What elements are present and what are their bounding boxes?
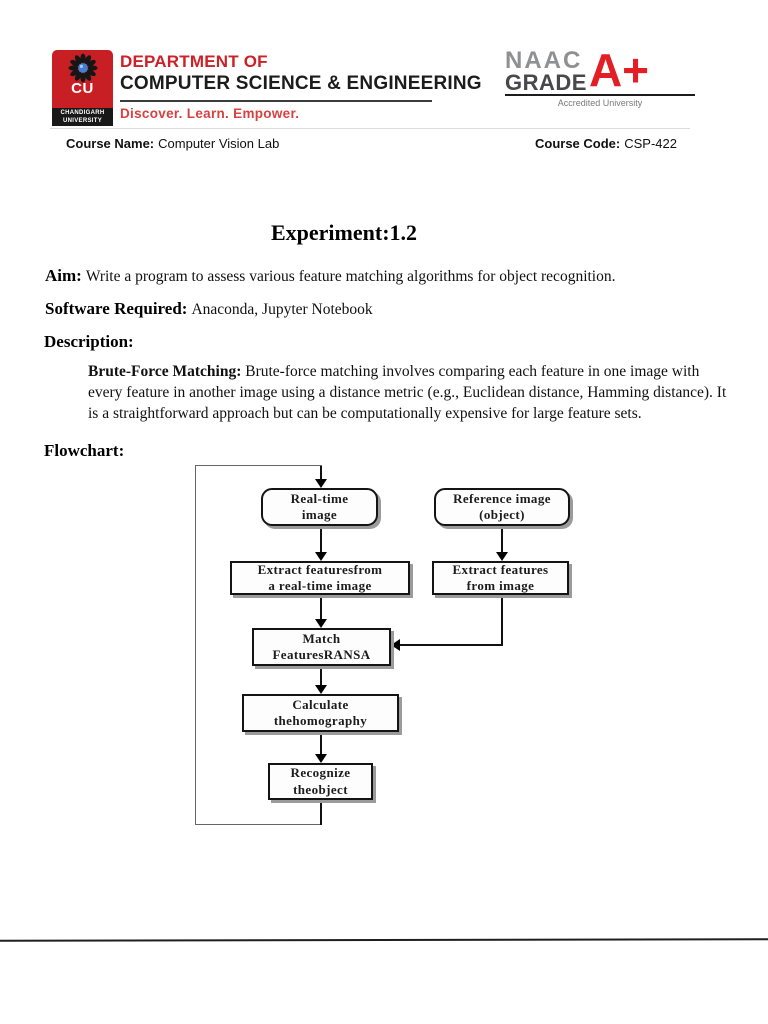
grade-word: GRADE xyxy=(505,70,587,95)
calculate-to-recognize-line xyxy=(320,733,322,754)
naac-divider xyxy=(505,94,695,96)
course-code-label: Course Code: xyxy=(535,136,621,151)
department-of-text: DEPARTMENT OF xyxy=(120,52,268,71)
loop-top-line xyxy=(195,465,322,466)
course-name-value: Computer Vision Lab xyxy=(158,136,280,151)
extract-image-down-line xyxy=(501,596,503,646)
software-section: Software Required: Anaconda, Jupyter Not… xyxy=(45,299,725,319)
description-section: Description: xyxy=(44,332,724,352)
header-bottom-rule xyxy=(50,128,690,129)
arrow-down-icon xyxy=(315,754,327,763)
reference-to-extract-line xyxy=(501,527,503,552)
description-text: Brute-force matching involves comparing … xyxy=(88,363,727,422)
cu-emblem-icon xyxy=(67,53,98,83)
loop-left-line xyxy=(195,465,196,825)
description-label: Description: xyxy=(44,332,134,351)
course-name-label: Course Name: xyxy=(66,136,155,151)
arrow-down-icon xyxy=(315,619,327,628)
cu-logo-abbr: CU xyxy=(71,80,94,97)
arrow-down-icon xyxy=(496,552,508,561)
flowchart-section: Flowchart: xyxy=(44,441,724,461)
software-label: Software Required: xyxy=(45,299,188,318)
course-code: Course Code:CSP-422 xyxy=(535,136,677,151)
elbow-into-match-line xyxy=(399,644,503,646)
flowchart-node-reference-image: Reference image (object) xyxy=(434,488,570,526)
arrow-down-icon xyxy=(315,479,327,488)
aim-label: Aim: xyxy=(45,266,82,285)
department-name-text: COMPUTER SCIENCE & ENGINEERING xyxy=(120,73,482,94)
department-header: DEPARTMENT OF COMPUTER SCIENCE & ENGINEE… xyxy=(120,52,482,121)
arrow-left-icon xyxy=(391,639,400,651)
extract-to-match-line xyxy=(320,596,322,619)
flowchart-node-calculate-homography: Calculate thehomography xyxy=(242,694,399,732)
flowchart-diagram: Real-time image Reference image (object)… xyxy=(190,460,588,835)
page-bottom-rule xyxy=(0,938,768,942)
naac-grade-a-plus: A+ xyxy=(588,44,650,96)
flowchart-node-extract-features-image: Extract features from image xyxy=(432,561,569,595)
naac-word: NAAC xyxy=(505,47,583,74)
cu-logo-university-name: CHANDIGARH UNIVERSITY xyxy=(52,108,113,126)
course-info-row: Course Name:Computer Vision Lab Course C… xyxy=(0,136,768,154)
description-bold-lead: Brute-Force Matching: xyxy=(88,363,242,380)
flowchart-node-match-features: Match FeaturesRANSA xyxy=(252,628,391,666)
flowchart-node-extract-features-realtime: Extract featuresfrom a real-time image xyxy=(230,561,410,595)
realtime-to-extract-line xyxy=(320,527,322,552)
cu-university-logo: CU CHANDIGARH UNIVERSITY xyxy=(52,50,113,126)
course-code-value: CSP-422 xyxy=(624,136,677,151)
flowchart-node-real-time-image: Real-time image xyxy=(261,488,378,526)
cu-logo-red-block: CU xyxy=(52,50,113,108)
aim-text: Write a program to assess various featur… xyxy=(85,268,616,285)
match-to-calculate-line xyxy=(320,667,322,685)
arrow-down-icon xyxy=(315,552,327,561)
flowchart-label: Flowchart: xyxy=(44,441,125,460)
experiment-title: Experiment:1.2 xyxy=(270,220,418,245)
arrow-down-icon xyxy=(315,685,327,694)
recognize-to-loop-line xyxy=(320,801,322,825)
software-text: Anaconda, Jupyter Notebook xyxy=(191,301,373,318)
course-name: Course Name:Computer Vision Lab xyxy=(66,136,279,151)
arrow-into-realtime-line xyxy=(320,466,322,480)
flowchart-node-recognize-object: Recognize theobject xyxy=(268,763,373,800)
description-paragraph: Brute-Force Matching: Brute-force matchi… xyxy=(88,361,728,424)
header-divider xyxy=(120,100,432,102)
naac-grade-logo: NAAC GRADE A+ Accredited University xyxy=(505,44,697,108)
university-tagline: Discover. Learn. Empower. xyxy=(120,106,300,121)
loop-bottom-line xyxy=(195,824,321,825)
accredited-caption: Accredited University xyxy=(557,98,643,108)
aim-section: Aim: Write a program to assess various f… xyxy=(45,266,725,286)
